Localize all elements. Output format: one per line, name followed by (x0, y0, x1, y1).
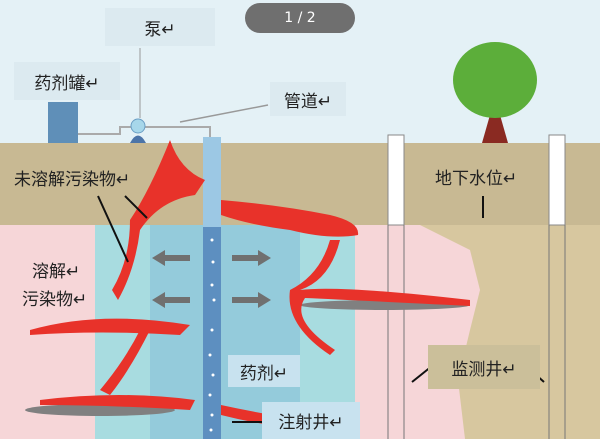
reagent-tank (48, 102, 78, 143)
contaminant-shapes (30, 140, 470, 432)
monitoring-well-right (548, 134, 566, 226)
pump (130, 118, 146, 134)
pump-label: 泵↵ (105, 8, 215, 46)
tree-icon (453, 42, 537, 118)
injection-well-label: 注射井↵ (262, 402, 360, 439)
reagent-label: 药剂↵ (228, 355, 300, 387)
dissolved-label-line1: 溶解↵ (32, 262, 81, 282)
water-table-label: 地下水位↵ (435, 169, 518, 189)
monitoring-well-left (387, 134, 405, 226)
tree-trunk (482, 115, 508, 143)
reagent-bubbles (208, 238, 216, 432)
dissolved-label-line2: 污染物↵ (22, 290, 88, 310)
diffusion-arrows (152, 250, 271, 308)
page-indicator: 1 / 2 (245, 3, 355, 33)
pipe (78, 126, 211, 137)
tank-label: 药剂罐↵ (14, 62, 120, 100)
pipe-label: 管道↵ (270, 82, 346, 116)
undissolved-contaminant-label: 未溶解污染物↵ (14, 170, 131, 190)
monitoring-well-label: 监测井↵ (428, 345, 540, 389)
